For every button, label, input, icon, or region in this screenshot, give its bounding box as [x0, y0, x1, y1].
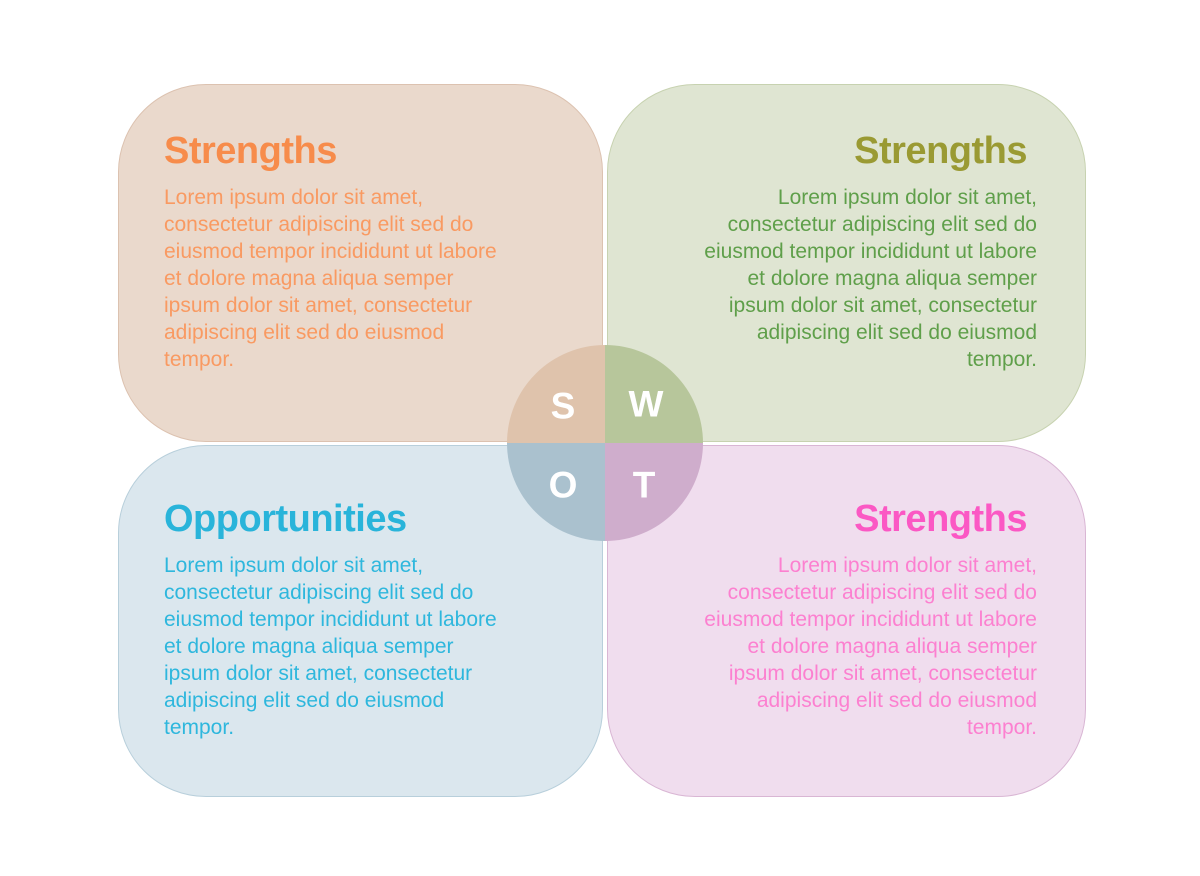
quadrant-title: Strengths [164, 130, 337, 172]
swot-card-bottom-left: Opportunities Lorem ipsum dolor sit amet… [118, 445, 603, 797]
quadrant-title: Strengths [854, 498, 1027, 540]
quadrant-title: Opportunities [164, 498, 407, 540]
center-letter-w: W [628, 383, 664, 425]
center-letter-s: S [550, 385, 576, 427]
swot-card-top-left: Strengths Lorem ipsum dolor sit amet, co… [118, 84, 603, 442]
quadrant-body-text: Lorem ipsum dolor sit amet, consectetur … [164, 553, 497, 739]
quadrant-body-text: Lorem ipsum dolor sit amet, consectetur … [704, 185, 1037, 371]
swot-card-bottom-right: Strengths Lorem ipsum dolor sit amet, co… [607, 445, 1086, 797]
quadrant-body-text: Lorem ipsum dolor sit amet, consectetur … [704, 553, 1037, 739]
center-letter-o: O [548, 464, 578, 506]
quadrant-title: Strengths [854, 130, 1027, 172]
center-letter-t: T [632, 464, 656, 506]
swot-center-circle: S W O T [507, 345, 703, 541]
quadrant-body-text: Lorem ipsum dolor sit amet, consectetur … [164, 185, 497, 371]
swot-card-top-right: Strengths Lorem ipsum dolor sit amet, co… [607, 84, 1086, 442]
